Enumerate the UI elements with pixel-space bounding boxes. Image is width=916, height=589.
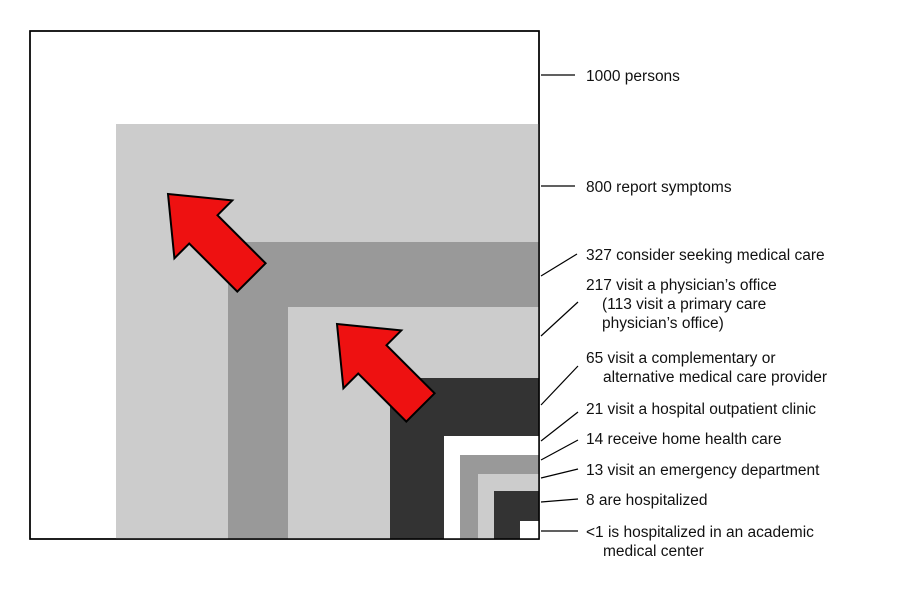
leader-line-3 — [540, 253, 578, 277]
label-level-5-line-1: 65 visit a complementary or — [586, 350, 776, 367]
label-level-3: 327 consider seeking medical care — [586, 247, 825, 264]
label-level-10-line-1: <1 is hospitalized in an academic — [586, 524, 814, 541]
leader-line-8 — [540, 468, 579, 479]
arrows — [166, 192, 437, 424]
label-level-2-line-1: 800 report symptoms — [586, 179, 732, 196]
label-level-1-line-1: 1000 persons — [586, 68, 680, 85]
label-level-9-line-1: 8 are hospitalized — [586, 492, 708, 509]
red-arrow-2 — [335, 322, 437, 424]
label-level-5-line-2: alternative medical care provider — [603, 369, 827, 386]
leader-line-6 — [540, 411, 579, 442]
label-level-8: 13 visit an emergency department — [586, 462, 820, 479]
label-level-4: 217 visit a physician’s office (113 visit… — [586, 277, 777, 332]
leader-lines — [540, 74, 579, 532]
label-level-10: <1 is hospitalized in an academic medical… — [586, 524, 814, 560]
label-level-4-line-2: (113 visit a primary care — [602, 296, 766, 313]
nested-squares — [29, 30, 540, 540]
label-level-4-line-1: 217 visit a physician’s office — [586, 277, 777, 294]
label-level-7: 14 receive home health care — [586, 431, 782, 448]
leader-line-7 — [540, 439, 579, 461]
leader-line-9 — [540, 498, 579, 503]
labels: 1000 persons 800 report symptoms 327 consi… — [586, 68, 827, 560]
square-level-10 — [520, 521, 539, 539]
label-level-4-line-3: physician’s office) — [602, 315, 724, 332]
label-level-1: 1000 persons — [586, 68, 680, 85]
leader-line-5 — [540, 365, 579, 406]
red-arrow-1 — [166, 192, 268, 294]
label-level-8-line-1: 13 visit an emergency department — [586, 462, 820, 479]
label-level-5: 65 visit a complementary or alternative m… — [586, 350, 827, 386]
label-level-2: 800 report symptoms — [586, 179, 732, 196]
outer-border — [29, 30, 540, 540]
label-level-3-line-1: 327 consider seeking medical care — [586, 247, 825, 264]
label-level-6-line-1: 21 visit a hospital outpatient clinic — [586, 401, 816, 418]
leader-line-4 — [540, 301, 579, 337]
label-level-6: 21 visit a hospital outpatient clinic — [586, 401, 816, 418]
label-level-7-line-1: 14 receive home health care — [586, 431, 782, 448]
label-level-9: 8 are hospitalized — [586, 492, 708, 509]
label-level-10-line-2: medical center — [603, 543, 704, 560]
